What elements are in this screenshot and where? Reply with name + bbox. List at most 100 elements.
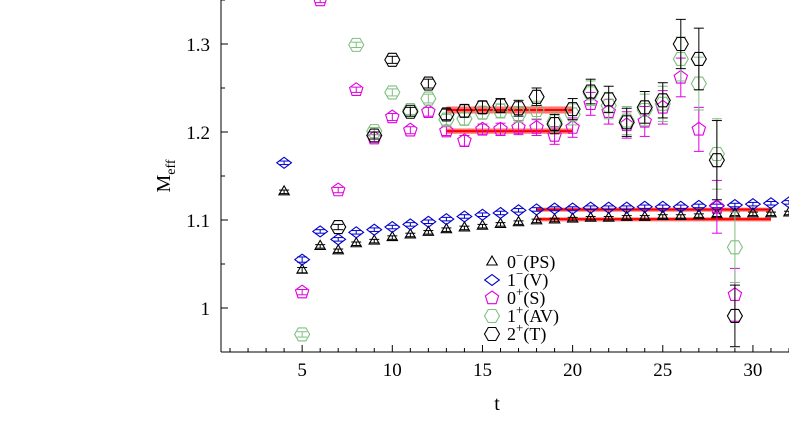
data-point <box>709 199 725 214</box>
data-point <box>293 253 311 266</box>
data-point <box>564 107 581 122</box>
data-point <box>476 219 489 230</box>
x-tick-label: 20 <box>563 360 582 381</box>
data-point <box>348 37 365 52</box>
data-point <box>420 76 437 91</box>
data-point <box>329 233 347 246</box>
data-point <box>673 69 689 84</box>
data-point <box>366 124 383 139</box>
data-point <box>438 107 455 122</box>
x-tick-label: 15 <box>473 360 492 381</box>
data-point <box>618 115 635 130</box>
data-point <box>456 103 473 118</box>
y-axis-title: Meff <box>153 159 179 192</box>
data-point <box>492 206 509 220</box>
y-tick-label: 1.3 <box>186 35 210 56</box>
data-point <box>602 211 615 222</box>
data-point <box>347 226 365 239</box>
data-point <box>330 182 346 197</box>
data-point <box>780 196 789 209</box>
data-point <box>474 105 491 120</box>
data-point <box>764 206 778 218</box>
data-point <box>510 101 527 116</box>
data-point <box>311 225 329 238</box>
data-point <box>548 212 561 224</box>
data-point <box>564 202 581 215</box>
data-point <box>511 119 526 134</box>
data-point <box>295 263 309 274</box>
data-point <box>510 107 527 122</box>
data-point <box>313 0 327 7</box>
data-point <box>422 225 435 236</box>
data-point <box>492 98 509 113</box>
data-point <box>636 200 654 213</box>
data-point <box>277 184 291 196</box>
data-point <box>457 133 472 148</box>
series-t <box>330 18 744 348</box>
y-axis-title-text: Meff <box>153 159 179 192</box>
data-point <box>404 227 417 239</box>
data-point <box>384 109 400 124</box>
data-point <box>386 230 399 242</box>
legend-label: 1+(AV) <box>507 302 559 327</box>
data-point <box>492 103 509 118</box>
data-point <box>692 208 705 220</box>
data-point <box>672 36 689 52</box>
legend-marker <box>484 290 500 305</box>
data-point <box>600 201 617 214</box>
data-point <box>475 121 490 136</box>
data-point <box>618 201 635 214</box>
data-point <box>402 218 419 231</box>
data-point <box>384 52 401 67</box>
data-point <box>638 210 651 221</box>
data-point <box>348 82 364 96</box>
data-point <box>493 121 508 136</box>
data-point <box>744 198 762 211</box>
data-point <box>762 197 780 210</box>
data-point <box>782 205 789 217</box>
legend-label: 0+(S) <box>507 284 545 309</box>
x-tick-label: 5 <box>297 360 307 381</box>
data-point <box>440 222 453 234</box>
y-tick-label: 1 <box>201 299 211 320</box>
legend-label: 1−(V) <box>507 266 548 291</box>
data-point <box>582 86 599 101</box>
series-v <box>275 156 789 266</box>
data-point <box>368 234 381 245</box>
data-point <box>618 113 635 128</box>
data-point <box>510 204 527 217</box>
data-point <box>708 146 726 162</box>
data-point <box>708 153 726 168</box>
x-tick-label: 25 <box>653 360 672 381</box>
data-point <box>674 209 687 221</box>
legend-label: 2+(T) <box>507 320 546 345</box>
data-point <box>384 220 401 234</box>
data-point <box>529 119 544 134</box>
legend-marker <box>485 254 499 266</box>
data-point <box>530 213 543 225</box>
data-point <box>654 200 672 213</box>
data-point <box>402 104 419 119</box>
data-point <box>656 209 669 221</box>
x-axis-title: t <box>494 393 500 415</box>
data-point <box>528 89 545 104</box>
data-point <box>547 127 562 142</box>
data-point <box>690 199 708 213</box>
data-point <box>600 98 617 113</box>
data-point <box>456 111 473 126</box>
x-tick-label: 10 <box>383 360 402 381</box>
data-point <box>582 201 599 214</box>
data-point <box>636 100 653 115</box>
legend-label: 0−(PS) <box>507 248 555 273</box>
data-point <box>474 100 491 115</box>
data-point <box>275 156 293 169</box>
data-point <box>350 236 363 248</box>
data-point <box>582 84 599 99</box>
data-point <box>314 239 327 250</box>
data-point <box>564 102 581 117</box>
data-point <box>726 198 744 212</box>
data-point <box>546 114 563 129</box>
data-point <box>438 112 455 127</box>
data-point <box>528 203 545 216</box>
